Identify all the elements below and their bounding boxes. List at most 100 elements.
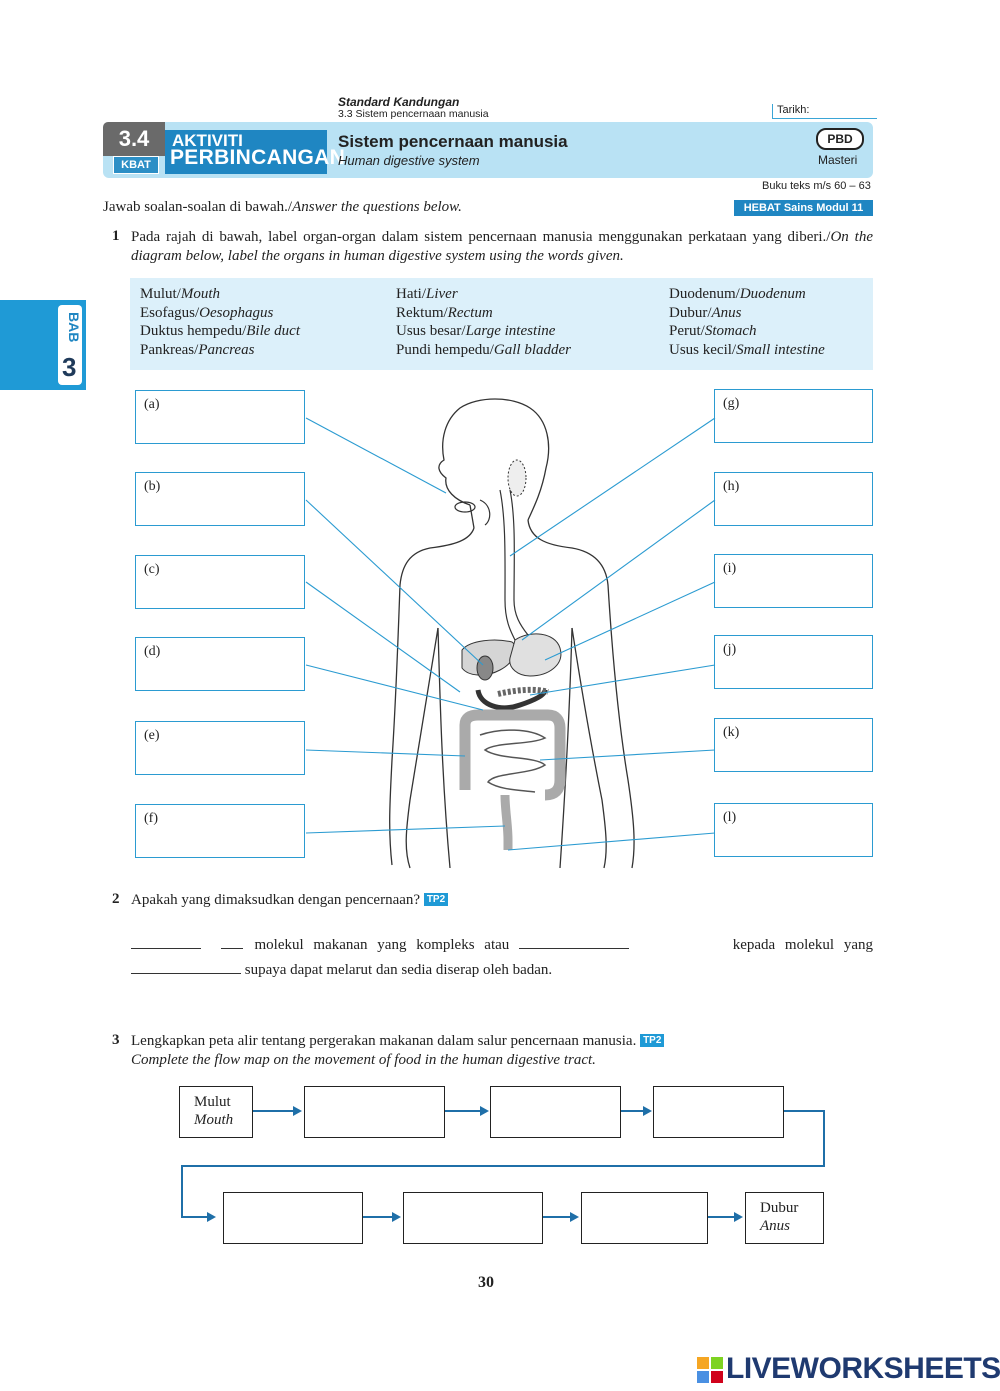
rectum xyxy=(500,794,513,850)
flow-box-2[interactable] xyxy=(304,1086,445,1138)
tp-badge: TP2 xyxy=(423,893,449,906)
word-bank-item: Pundi hempedu/Gall bladder xyxy=(396,342,572,359)
leader-line-l xyxy=(507,832,716,851)
body-outline xyxy=(438,398,550,521)
label-letter: (k) xyxy=(723,725,740,740)
page-number: 30 xyxy=(478,1274,494,1291)
oesophagus xyxy=(509,489,529,636)
chapter-label: BAB xyxy=(66,312,82,343)
q1-text: Pada rajah di bawah, label organ-organ d… xyxy=(131,229,873,264)
leader-line-g xyxy=(509,417,716,557)
flow-box-6[interactable] xyxy=(403,1192,543,1244)
body-outline xyxy=(405,627,439,869)
flow-box-4[interactable] xyxy=(653,1086,784,1138)
activity-number: 3.4 xyxy=(103,122,165,156)
label-box-b[interactable]: (b) xyxy=(135,472,305,526)
chapter-number: 3 xyxy=(62,352,77,382)
blank-field[interactable] xyxy=(519,936,630,949)
chapter-tab-inner xyxy=(58,305,82,385)
label-letter: (e) xyxy=(144,728,160,743)
word-bank-item: Usus kecil/Small intestine xyxy=(669,342,825,359)
date-field[interactable]: Tarikh: xyxy=(772,104,877,119)
arrow-head xyxy=(570,1212,579,1222)
word-bank xyxy=(130,278,873,370)
blank-field[interactable] xyxy=(220,936,243,949)
hebat-badge: HEBAT Sains Modul 11 xyxy=(734,200,873,216)
label-letter: (b) xyxy=(144,479,161,494)
pharynx xyxy=(479,499,491,526)
leader-line-b xyxy=(305,499,484,666)
flow-box-5[interactable] xyxy=(223,1192,363,1244)
word-bank-col-1: Mulut/Mouth Esofagus/Oesophagus Duktus h… xyxy=(140,285,300,360)
body-outline xyxy=(571,627,607,869)
leader-line-e xyxy=(305,749,466,757)
word-bank-item: Hati/Liver xyxy=(396,286,458,302)
blank-field[interactable] xyxy=(131,961,241,974)
gall-bladder xyxy=(476,655,494,681)
label-box-e[interactable]: (e) xyxy=(135,721,305,775)
page-title: Sistem pencernaan manusia xyxy=(338,132,568,151)
q2-answer-line-1: molekul makanan yang kompleks atau kepad… xyxy=(131,936,873,955)
label-box-d[interactable]: (d) xyxy=(135,637,305,691)
leader-line-d xyxy=(305,664,484,711)
digestive-system-diagram xyxy=(305,398,716,869)
masteri-label: Masteri xyxy=(818,153,858,167)
kbat-badge: KBAT xyxy=(113,156,159,174)
tp-badge: TP2 xyxy=(640,1034,665,1047)
body-outline xyxy=(389,527,475,866)
word-bank-col-2: Hati/Liver Rektum/Rectum Usus besar/Larg… xyxy=(396,285,571,360)
label-letter: (d) xyxy=(144,644,161,659)
label-box-k[interactable]: (k) xyxy=(714,718,873,772)
label-box-h[interactable]: (h) xyxy=(714,472,873,526)
q3-number: 3 xyxy=(112,1032,120,1048)
body-outline xyxy=(527,519,635,869)
flow-box-3[interactable] xyxy=(490,1086,621,1138)
leader-line-f xyxy=(305,825,506,834)
liveworksheets-logo-icon xyxy=(697,1357,723,1383)
q3-text: Lengkapkan peta alir tentang pergerakan … xyxy=(131,1032,665,1070)
leader-line-i xyxy=(544,581,716,661)
arrow-head xyxy=(207,1212,216,1222)
date-label: Tarikh: xyxy=(777,104,810,116)
label-box-j[interactable]: (j) xyxy=(714,635,873,689)
label-letter: (l) xyxy=(723,810,737,825)
label-letter: (c) xyxy=(144,562,160,577)
label-box-i[interactable]: (i) xyxy=(714,554,873,608)
leader-line-h xyxy=(521,499,716,641)
word-bank-item: Duktus hempedu/Bile duct xyxy=(140,323,300,340)
arrow-head xyxy=(392,1212,401,1222)
body-outline xyxy=(437,627,451,869)
flow-connector xyxy=(181,1110,825,1218)
leader-line-j xyxy=(529,664,716,696)
stomach xyxy=(509,633,562,677)
leader-line-k xyxy=(539,749,716,761)
body-outline xyxy=(559,627,573,869)
leader-line-a xyxy=(305,417,447,494)
word-bank-item: Duodenum/Duodenum xyxy=(669,286,806,302)
q1-number: 1 xyxy=(112,228,120,244)
small-intestine xyxy=(479,729,547,793)
q2-number: 2 xyxy=(112,891,120,907)
textbook-reference: Buku teks m/s 60 – 63 xyxy=(762,180,871,192)
flow-box-7[interactable] xyxy=(581,1192,708,1244)
label-box-c[interactable]: (c) xyxy=(135,555,305,609)
word-bank-item: Dubur/Anus xyxy=(669,304,742,321)
word-bank-item: Pankreas/Pancreas xyxy=(140,342,255,359)
pbd-badge: PBD xyxy=(816,128,864,150)
label-letter: (j) xyxy=(723,642,737,657)
instruction: Jawab soalan-soalan di bawah./Answer the… xyxy=(103,199,462,215)
label-box-g[interactable]: (g) xyxy=(714,389,873,443)
q2-answer-line-2: supaya dapat melarut dan sedia diserap o… xyxy=(131,961,552,980)
label-box-f[interactable]: (f) xyxy=(135,804,305,858)
label-letter: (a) xyxy=(144,397,160,412)
flow-map-arrows xyxy=(181,1106,825,1222)
arrow-head xyxy=(734,1212,743,1222)
word-bank-item: Rektum/Rectum xyxy=(396,304,493,321)
label-letter: (h) xyxy=(723,479,740,494)
label-box-a[interactable]: (a) xyxy=(135,390,305,444)
arrow-head xyxy=(293,1106,302,1116)
blank-field[interactable] xyxy=(131,936,201,949)
label-box-l[interactable]: (l) xyxy=(714,803,873,857)
